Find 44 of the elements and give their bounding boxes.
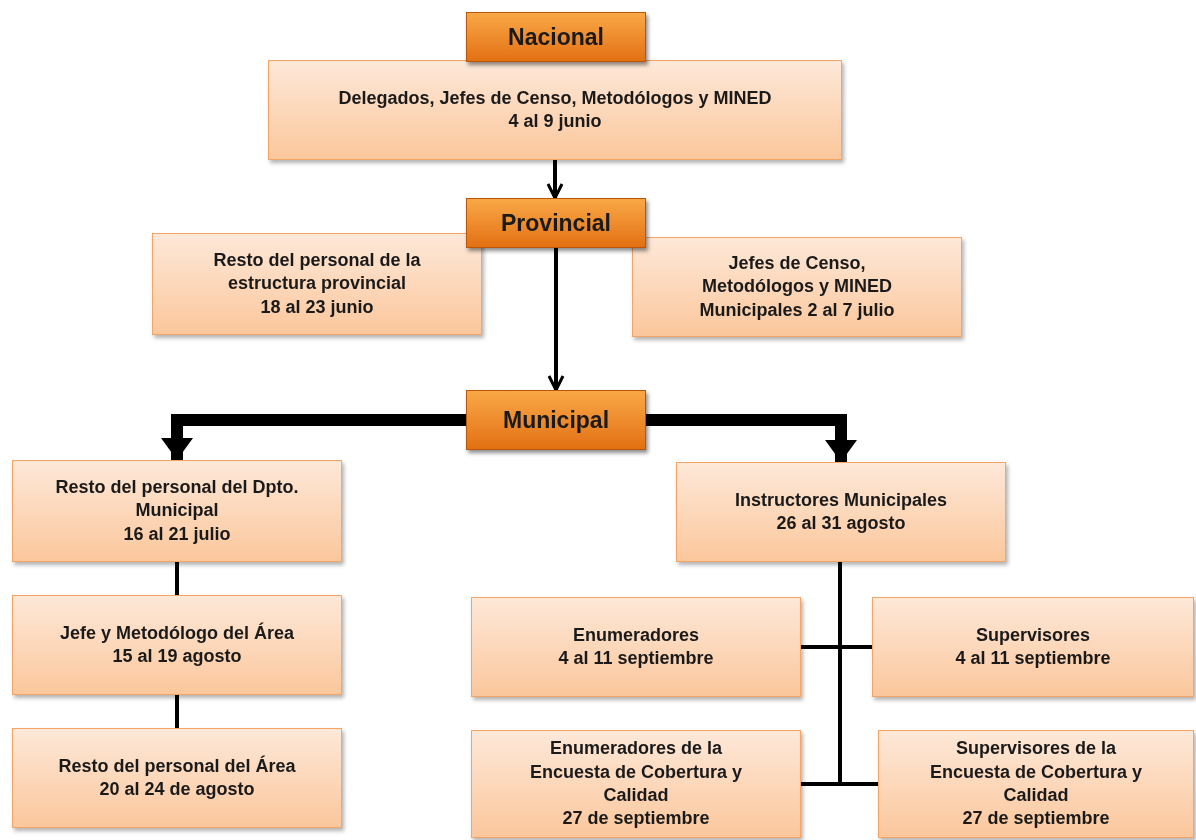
arrow <box>161 414 466 460</box>
level-title: Provincial <box>501 208 611 238</box>
training-box <box>12 728 342 828</box>
group-text: Delegados, Jefes de Censo, Metodólogos y MINED <box>338 86 772 110</box>
date-text: 15 al 19 agosto <box>112 645 242 668</box>
group-text: Jefe y Metodólogo del Área <box>59 621 294 645</box>
group-text: Jefes de Censo, Metodólogos y MINED Municipales 2 al 7 julio <box>698 251 896 322</box>
level-title: Municipal <box>502 405 610 435</box>
training-box <box>471 597 801 697</box>
connector-line <box>175 695 179 728</box>
group-text: Resto del personal de la estructura provincial <box>212 248 422 296</box>
level-header-box <box>466 198 646 248</box>
training-box <box>676 462 1006 562</box>
training-box <box>268 60 842 160</box>
training-box <box>471 730 801 838</box>
training-box <box>12 460 342 562</box>
date-text: 27 de septiembre <box>962 807 1110 831</box>
date-text: 26 al 31 agosto <box>776 512 906 535</box>
date-text: 20 al 24 de agosto <box>99 778 255 801</box>
training-box <box>12 595 342 695</box>
group-text: Resto del personal del Área <box>58 754 296 778</box>
group-text: Instructores Municipales <box>734 488 948 512</box>
group-text: Supervisores <box>975 623 1091 647</box>
arrow <box>646 414 857 462</box>
training-box <box>152 233 482 335</box>
connector-line <box>175 562 179 595</box>
training-box <box>878 730 1194 838</box>
training-box <box>632 237 962 337</box>
date-text: 27 de septiembre <box>562 807 710 831</box>
level-title: Nacional <box>508 22 604 52</box>
group-text: Enumeradores <box>572 623 699 647</box>
date-text: 4 al 11 septiembre <box>558 647 714 670</box>
level-header-box <box>466 12 646 62</box>
date-text: 4 al 9 junio <box>508 110 602 133</box>
group-text: Supervisores de la Encuesta de Cobertura y Calidad <box>928 737 1144 807</box>
group-text: Resto del personal del Dpto. Municipal <box>54 475 300 523</box>
date-text: 4 al 11 septiembre <box>955 647 1111 670</box>
group-text: Enumeradores de la Encuesta de Cobertura y Calidad <box>528 737 744 807</box>
arrow <box>546 160 564 200</box>
training-box <box>872 597 1194 697</box>
level-header-box <box>466 390 646 450</box>
date-text: 18 al 23 junio <box>260 295 374 319</box>
arrow <box>547 248 565 392</box>
date-text: 16 al 21 julio <box>123 522 231 546</box>
